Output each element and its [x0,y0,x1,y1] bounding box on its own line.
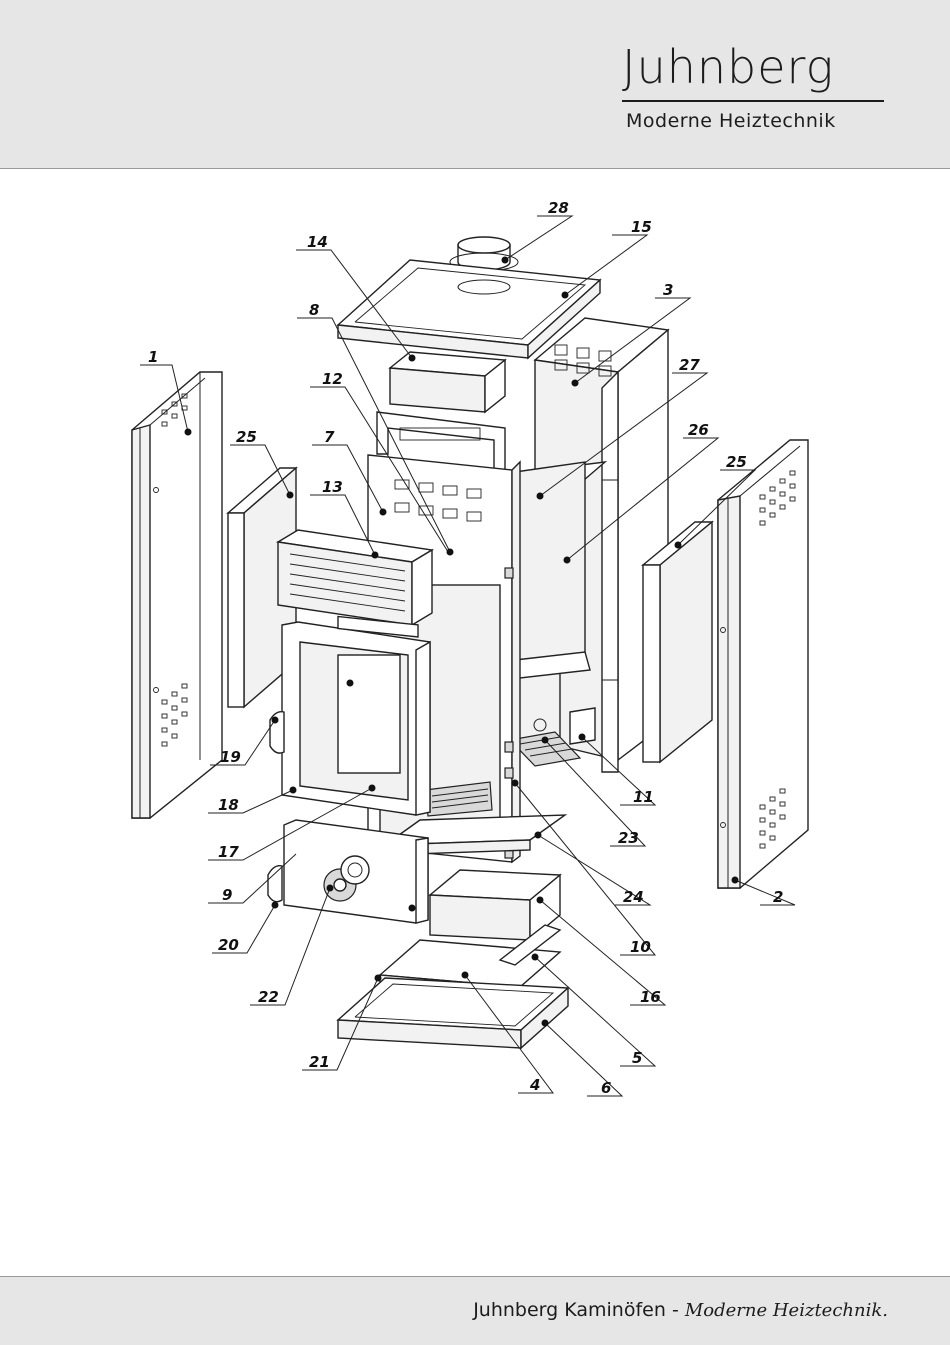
label-15: 15 [631,218,652,236]
label-23: 23 [618,829,639,847]
label-19: 19 [220,748,241,766]
exploded-view-diagram: 1 2 3 4 5 6 7 8 9 10 11 12 13 14 15 16 1… [0,168,950,1276]
page-footer: Juhnberg Kaminöfen - Moderne Heiztechnik… [0,1276,950,1345]
label-12: 12 [322,370,343,388]
label-13: 13 [322,478,343,496]
part-18-door [282,617,430,815]
part-2-right-side-panel [718,440,808,888]
label-4: 4 [529,1076,540,1094]
label-14: 14 [307,233,328,251]
brand-underline [622,100,884,102]
part-26-rear-liner [515,462,590,678]
footer-text: Juhnberg Kaminöfen - Moderne Heiztechnik… [473,1299,888,1321]
footer-company: Juhnberg Kaminöfen [473,1299,666,1321]
label-1: 1 [148,348,158,366]
part-6-plinth [338,978,568,1048]
label-18: 18 [218,796,239,814]
label-10: 10 [630,938,651,956]
label-6: 6 [601,1079,611,1097]
label-27: 27 [679,356,700,374]
label-16: 16 [640,988,661,1006]
label-7: 7 [324,428,335,446]
footer-separator: - [672,1299,679,1321]
label-5: 5 [632,1049,642,1067]
label-21: 21 [309,1053,330,1071]
part-20-handle [268,866,282,902]
label-24: 24 [623,888,644,906]
part-1-left-side-panel [132,372,222,818]
label-8: 8 [309,301,319,319]
label-25-right: 25 [726,453,747,471]
label-3: 3 [663,281,673,299]
label-28: 28 [548,199,569,217]
footer-slogan: Moderne Heiztechnik. [685,1300,888,1321]
label-2: 2 [773,888,783,906]
page-header: Juhnberg Moderne Heiztechnik [0,0,950,169]
label-26: 26 [688,421,709,439]
label-20: 20 [218,936,239,954]
label-25-left: 25 [236,428,257,446]
label-9: 9 [222,886,232,904]
label-11: 11 [633,788,654,806]
part-14-flue-box [390,352,505,412]
brand-logo: Juhnberg [622,44,834,90]
part-25-right-insulation [643,522,712,762]
brand-tagline: Moderne Heiztechnik [626,110,836,132]
label-17: 17 [218,843,239,861]
label-22: 22 [258,988,279,1006]
